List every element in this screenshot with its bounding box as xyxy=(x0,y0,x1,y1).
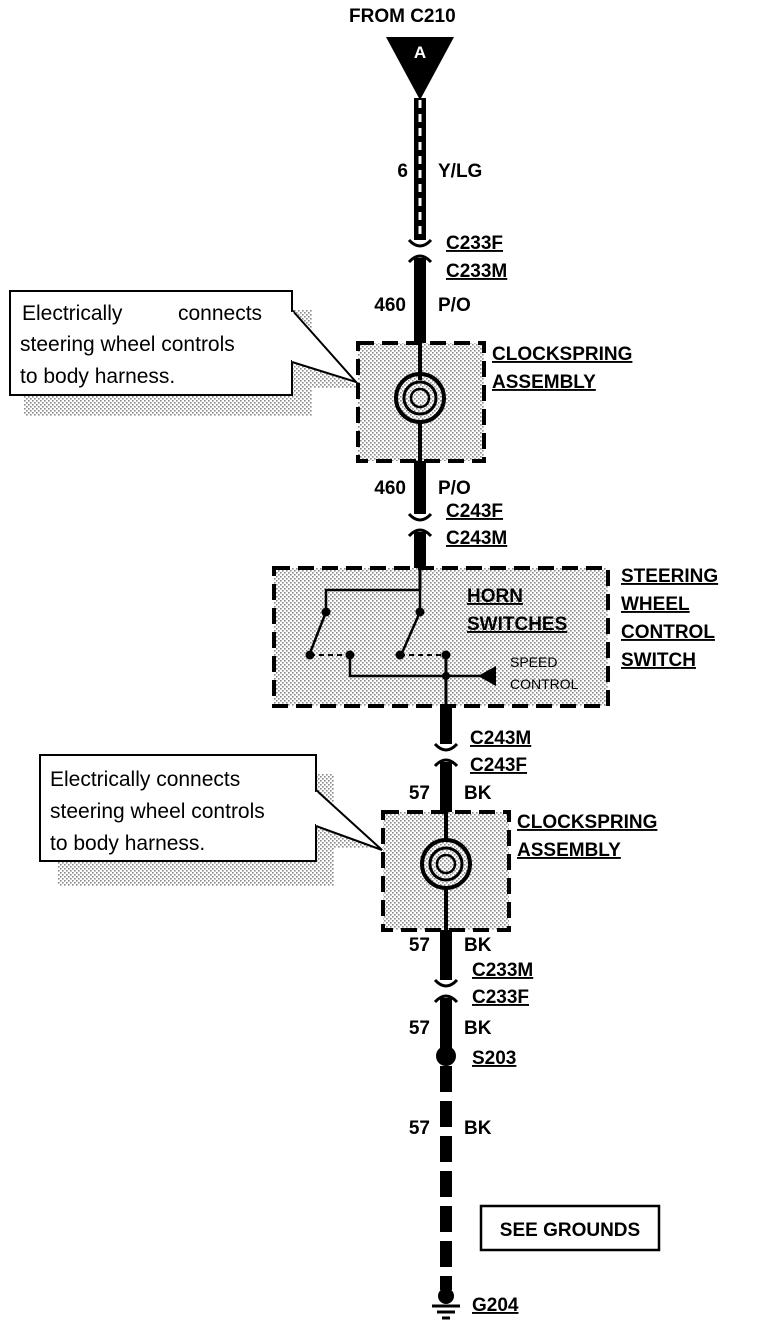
component-label: ASSEMBLY xyxy=(517,840,621,861)
speed-control-label: SPEED xyxy=(510,654,557,670)
component-label: ASSEMBLY xyxy=(492,372,596,393)
wire-circuit-number: 460 xyxy=(374,478,406,499)
note-line: connects xyxy=(178,302,262,325)
connector-label-top: C243M xyxy=(470,728,531,749)
component-label: WHEEL xyxy=(621,594,690,615)
callout-box xyxy=(9,290,360,396)
connector-c243 xyxy=(433,742,459,768)
component-label: SWITCH xyxy=(621,650,696,671)
note-line: Electrically xyxy=(22,302,123,325)
note-line: Electrically connects xyxy=(50,768,240,791)
ground-label: G204 xyxy=(472,1295,519,1316)
see-grounds-box xyxy=(479,1204,661,1252)
wire-circuit-number: 57 xyxy=(409,935,430,956)
wire-color-code: P/O xyxy=(438,478,471,499)
wire-color-code: BK xyxy=(464,783,492,804)
wire-circuit-number: 57 xyxy=(409,1118,430,1139)
connector-label-bottom: C243M xyxy=(446,528,507,549)
connector-c233 xyxy=(407,238,433,264)
wire-circuit-number: 460 xyxy=(374,295,406,316)
wire-color-code: BK xyxy=(464,1118,492,1139)
clockspring-coil-icon xyxy=(394,343,446,461)
horn-switches-label: HORN xyxy=(467,586,523,607)
see-grounds-label: SEE GROUNDS xyxy=(500,1220,640,1241)
wire-color-code: BK xyxy=(464,935,492,956)
horn-switches-label: SWITCHES xyxy=(467,614,567,635)
wire-circuit-number: 57 xyxy=(409,1018,430,1039)
note-line: steering wheel controls xyxy=(20,333,235,356)
speed-control-label: CONTROL xyxy=(510,676,579,692)
component-label: CLOCKSPRING xyxy=(517,812,657,833)
connector-label-top: C243F xyxy=(446,501,503,522)
connector-label-bottom: C233M xyxy=(446,261,507,282)
horn-switch-schematic xyxy=(305,568,496,706)
component-label: CLOCKSPRING xyxy=(492,344,632,365)
wire-color-code: BK xyxy=(464,1018,492,1039)
connector-label-bottom: C243F xyxy=(470,755,527,776)
note-line: to body harness. xyxy=(20,365,175,388)
wire-circuit-number: 6 xyxy=(397,161,408,182)
wire-color-code: Y/LG xyxy=(438,161,482,182)
note-line: to body harness. xyxy=(50,832,205,855)
source-connector-letter: A xyxy=(414,43,426,62)
splice-dot-icon xyxy=(436,1046,456,1066)
connector-label-top: C233F xyxy=(446,233,503,254)
clockspring-coil-icon xyxy=(420,812,472,930)
wire-color-code: P/O xyxy=(438,295,471,316)
connector-label-top: C233M xyxy=(472,960,533,981)
connector-c243 xyxy=(407,512,433,538)
connector-c233 xyxy=(433,978,459,1004)
splice-label: S203 xyxy=(472,1048,516,1069)
ground-symbol-icon xyxy=(432,1288,460,1320)
component-label: CONTROL xyxy=(621,622,715,643)
callout-box xyxy=(39,754,383,862)
connector-label-bottom: C233F xyxy=(472,987,529,1008)
source-connector-triangle xyxy=(386,37,454,100)
note-line: steering wheel controls xyxy=(50,800,265,823)
source-label: FROM C210 xyxy=(349,6,456,27)
wire-circuit-number: 57 xyxy=(409,783,430,804)
component-label: STEERING xyxy=(621,566,718,587)
